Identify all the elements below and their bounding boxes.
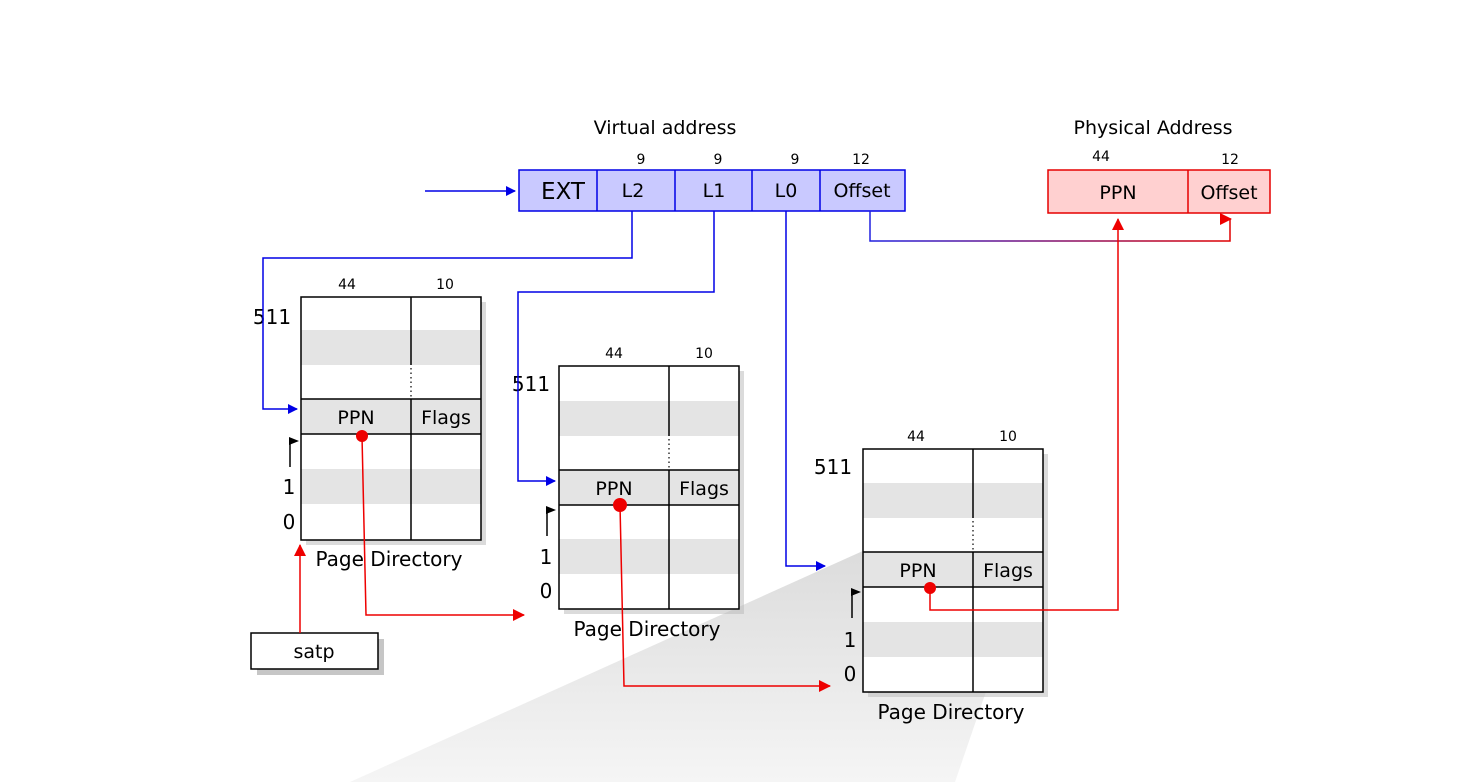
virtual-address: Virtual address EXT L2 L1 L0 Offset 9 9 …: [425, 117, 906, 212]
pd1-row-0: 0: [283, 510, 296, 534]
pd1-caption: Page Directory: [316, 547, 463, 571]
pd3-flags: Flags: [983, 560, 1033, 582]
va-bits-l2: 9: [637, 152, 646, 168]
pd2-bits-flags: 10: [695, 346, 713, 362]
pd3-row-1: 1: [844, 628, 857, 652]
pd1-bits-ppn: 44: [338, 277, 356, 293]
pd2-row-0: 0: [540, 579, 553, 603]
va-field-l2: L2: [622, 180, 645, 202]
pd1-flags: Flags: [421, 407, 471, 429]
l2-index-arrow: [262, 211, 633, 414]
pa-field-offset: Offset: [1200, 182, 1257, 204]
zoom-wedge: [350, 550, 990, 782]
pd1-row-1: 1: [283, 475, 296, 499]
pa-field-ppn: PPN: [1099, 182, 1136, 204]
physical-address: Physical Address PPN Offset 44 12: [1047, 117, 1271, 214]
page-directory-3: 44 10 PPN Flags 511 1 0 Page Directory: [814, 429, 1048, 724]
pd3-ppn: PPN: [899, 560, 936, 582]
pd3-bits-flags: 10: [999, 429, 1017, 445]
pd3-ppn-dot: [924, 582, 936, 594]
l1-index-arrow: [517, 211, 715, 486]
pd3-bits-ppn: 44: [907, 429, 925, 445]
va-field-l0: L0: [775, 180, 798, 202]
l0-index-arrow: [785, 211, 826, 571]
physical-address-title: Physical Address: [1074, 117, 1233, 139]
va-field-offset: Offset: [833, 180, 890, 202]
pd2-bits-ppn: 44: [605, 346, 623, 362]
pd2-ppn-pointer-arrow: [619, 504, 831, 692]
satp-register: satp: [250, 632, 384, 675]
pointer-arrows: [294, 218, 1124, 692]
va-bits-l0: 9: [791, 152, 800, 168]
offset-connector: [869, 211, 1231, 242]
pd2-caption: Page Directory: [574, 617, 721, 641]
va-field-ext: EXT: [541, 179, 586, 205]
virtual-address-title: Virtual address: [594, 117, 737, 139]
va-bits-l1: 9: [714, 152, 723, 168]
page-directory-2: 44 10 PPN Flags 511 1 0 Page Directory: [512, 346, 744, 641]
pa-bits-ppn: 44: [1092, 149, 1110, 165]
pd3-caption: Page Directory: [878, 700, 1025, 724]
index-arrows: [262, 211, 826, 571]
satp-label: satp: [293, 641, 334, 663]
page-directory-1: 44 10 PPN Flags 511 1 0 Page Directory: [253, 277, 486, 571]
pd1-ppn: PPN: [337, 407, 374, 429]
pd1-row-511: 511: [253, 305, 291, 329]
virtual-address-box: [518, 169, 906, 212]
va-bits-offset: 12: [852, 152, 870, 168]
pd3-row-511: 511: [814, 455, 852, 479]
physical-address-box: [1047, 169, 1271, 214]
pd3-row-0: 0: [844, 662, 857, 686]
va-field-l1: L1: [703, 180, 726, 202]
pa-bits-offset: 12: [1221, 152, 1239, 168]
pd1-bits-flags: 10: [436, 277, 454, 293]
pd2-ppn-dot: [613, 498, 627, 512]
pd2-flags: Flags: [679, 478, 729, 500]
pd1-ppn-pointer-arrow: [361, 435, 525, 621]
pd2-row-1: 1: [540, 545, 553, 569]
pd1-ppn-dot: [356, 430, 368, 442]
pd3-ppn-pointer-arrow: [929, 218, 1124, 611]
pd2-ppn: PPN: [595, 478, 632, 500]
